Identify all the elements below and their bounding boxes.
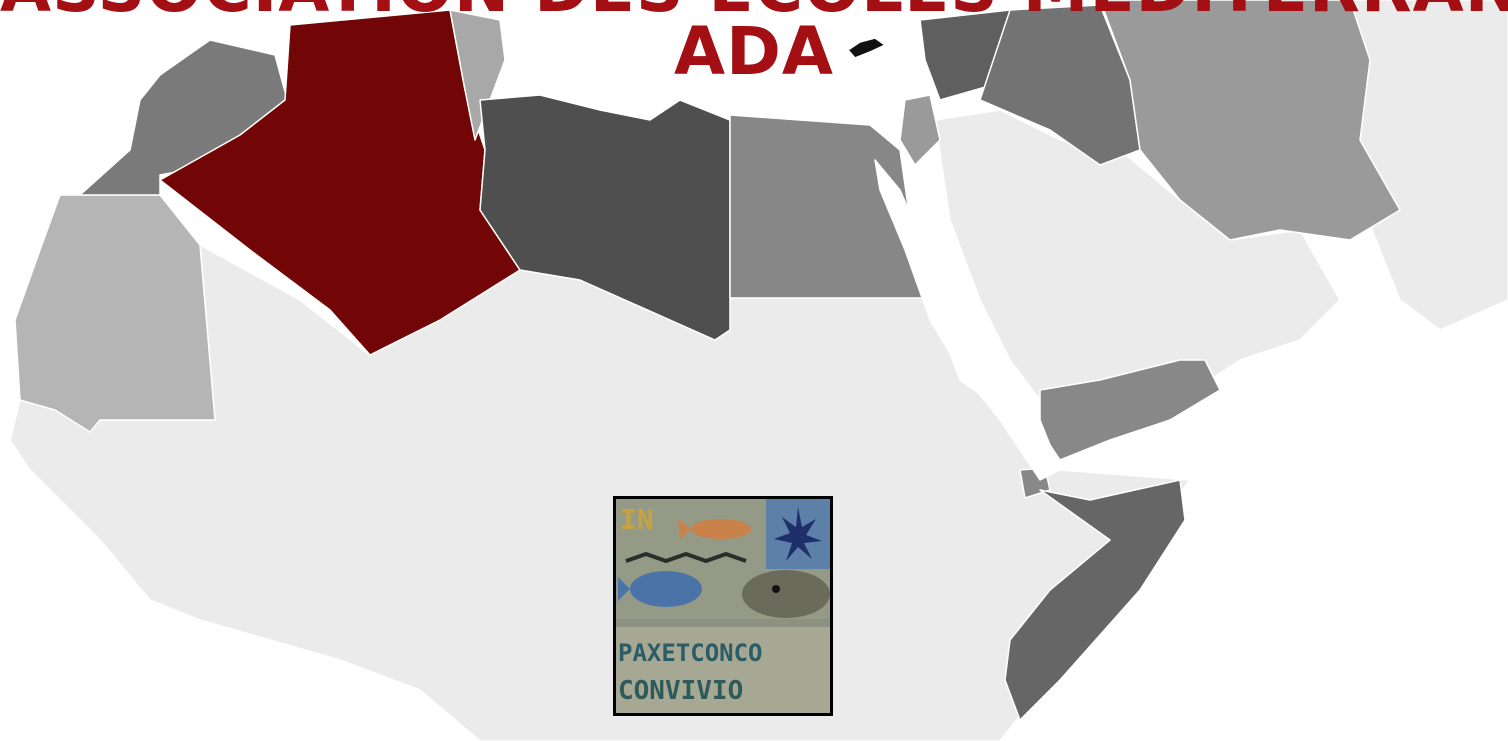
red-sea: [874, 159, 1061, 481]
mauritania: [14, 194, 216, 433]
mosaic-artwork: IN PAXETCONCO CONVIVIO: [616, 499, 830, 713]
mosaic-image: IN PAXETCONCO CONVIVIO: [613, 496, 833, 716]
somalia: [1004, 479, 1186, 721]
mosaic-text-line1: IN: [620, 503, 654, 536]
header-title: ADA: [674, 13, 834, 90]
iraq: [979, 4, 1141, 166]
egypt: [729, 114, 936, 299]
libya: [479, 94, 731, 341]
mosaic-text-line2: PAXETCONCO: [618, 639, 763, 667]
levant: [899, 94, 941, 166]
mosaic-text-line3: CONVIVIO: [618, 676, 743, 706]
star-icon: [774, 507, 822, 561]
cyprus: [847, 37, 886, 59]
header-title-partial: ASSOCIATION DES ÉCOLES MEDITERRANÉE: [0, 0, 1508, 22]
persian-gulf-region: [1099, 0, 1401, 241]
